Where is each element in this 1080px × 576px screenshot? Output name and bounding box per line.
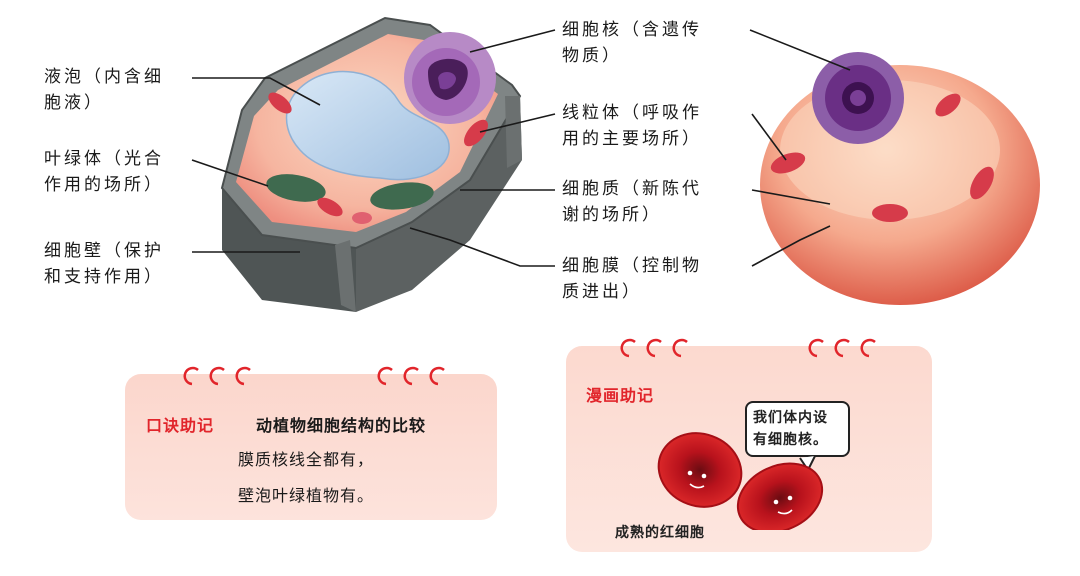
comic-tag: 漫画助记: [586, 382, 654, 406]
mitochondrion: [352, 212, 372, 224]
red-blood-cells: [640, 420, 840, 530]
label-cell-wall-line1: 细胞壁（保护: [44, 238, 164, 264]
label-membrane-line1: 细胞膜（控制物: [562, 253, 702, 279]
label-vacuole: 液泡（内含细 胞液）: [44, 64, 164, 116]
label-chloroplast: 叶绿体（光合 作用的场所）: [44, 146, 164, 198]
label-membrane: 细胞膜（控制物 质进出）: [562, 253, 702, 305]
red-blood-cell-1: [648, 422, 752, 518]
red-blood-cell-2: [727, 450, 834, 530]
binder-rings-left-b: [372, 362, 462, 390]
mnemonic-line-2: 壁泡叶绿植物有。: [238, 482, 374, 506]
label-mitochondria-line1: 线粒体（呼吸作: [562, 100, 702, 126]
label-cytoplasm-line2: 谢的场所）: [562, 202, 702, 228]
plant-cell: [222, 18, 522, 312]
label-nucleus: 细胞核（含遗传 物质）: [562, 17, 702, 69]
leader-nucleus-animal: [750, 30, 850, 70]
label-cytoplasm-line1: 细胞质（新陈代: [562, 176, 702, 202]
label-mitochondria-line2: 用的主要场所）: [562, 126, 702, 152]
binder-rings-left-a: [178, 362, 268, 390]
label-cell-wall-line2: 和支持作用）: [44, 264, 164, 290]
label-mitochondria: 线粒体（呼吸作 用的主要场所）: [562, 100, 702, 152]
animal-cell: [760, 52, 1040, 305]
label-chloroplast-line1: 叶绿体（光合: [44, 146, 164, 172]
label-nucleus-line2: 物质）: [562, 43, 702, 69]
label-vacuole-line2: 胞液）: [44, 90, 164, 116]
mnemonic-title: 动植物细胞结构的比较: [256, 412, 426, 436]
label-vacuole-line1: 液泡（内含细: [44, 64, 164, 90]
rbc-caption: 成熟的红细胞: [615, 522, 705, 542]
plant-nucleus: [404, 32, 496, 124]
label-nucleus-line1: 细胞核（含遗传: [562, 17, 702, 43]
label-cytoplasm: 细胞质（新陈代 谢的场所）: [562, 176, 702, 228]
binder-rings-right-a: [615, 334, 705, 362]
label-chloroplast-line2: 作用的场所）: [44, 172, 164, 198]
label-membrane-line2: 质进出）: [562, 279, 702, 305]
mitochondrion: [872, 204, 908, 222]
cell-wall-divider: [505, 96, 522, 168]
binder-rings-right-b: [803, 334, 893, 362]
mnemonic-line-1: 膜质核线全都有，: [238, 446, 374, 470]
leader-nucleus-plant: [470, 30, 555, 52]
animal-nucleus: [812, 52, 904, 144]
mnemonic-tag: 口诀助记: [146, 412, 214, 436]
label-cell-wall: 细胞壁（保护 和支持作用）: [44, 238, 164, 290]
